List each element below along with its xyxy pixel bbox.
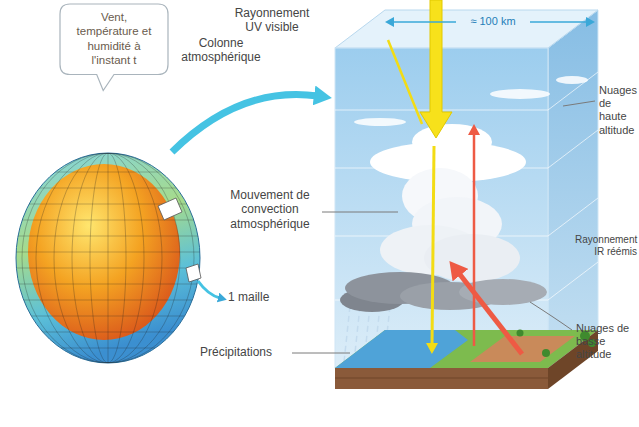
column-label: Colonne atmosphérique [176,36,266,65]
convection-label: Mouvement de convection atmosphérique [222,188,318,231]
globe-model [10,150,210,370]
dimension-arrow [530,21,588,23]
radiation-label: Rayonnement UV visible [226,6,318,35]
infrared-radiation [458,132,522,354]
column-side [548,10,598,368]
model-layers [335,72,598,300]
grid-mesh [10,150,210,370]
dimension-label: ≈ 100 km [460,15,526,28]
column-top [335,10,598,48]
leader-lines [292,101,595,353]
column-cell [158,198,182,220]
cloud-label: Nuages de haute altitude [599,84,637,137]
ground-block [335,330,598,390]
solar-radiation [388,0,452,346]
mesh-cell [186,264,201,282]
bubble-shape [60,4,168,91]
zoom-arrow [172,94,318,152]
cell-label: 1 maille [228,290,288,304]
precipitation-label: Précipitations [200,345,292,359]
radiation-label: Rayonnement IR réémis [575,234,637,258]
speech-bubble: Vent, température et humidité à l'instan… [60,4,168,75]
cloud-label: Nuages de basse altitude [576,322,636,362]
bubble-text: Vent, température et humidité à l'instan… [69,10,159,68]
low-clouds [340,272,547,312]
cell-pointer [198,281,220,298]
atmospheric-column [335,0,598,389]
cumulonimbus [370,124,526,282]
high-clouds [354,76,588,126]
dimension-arrow [392,21,456,23]
